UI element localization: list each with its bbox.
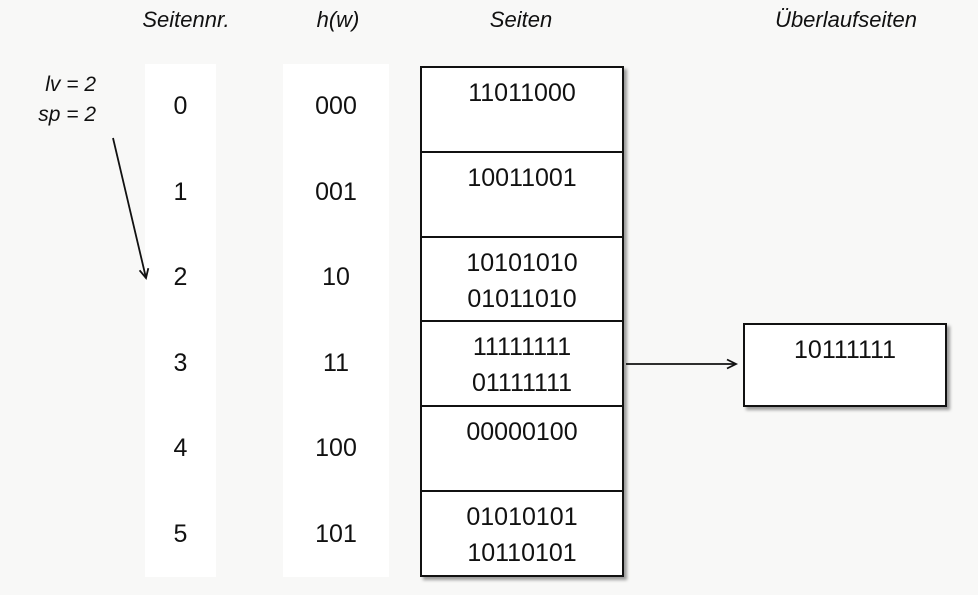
pages-box: 11011000 10011001 10101010 01011010 11111111… <box>420 66 624 577</box>
page-cell-3: 11111111 01111111 <box>422 322 622 408</box>
page-entry: 01111111 <box>471 369 573 398</box>
annotation-pointer-arrow <box>112 137 150 280</box>
page-number-column: 0 1 2 3 4 5 <box>145 64 216 577</box>
hash-value-column: 000 001 10 11 100 101 <box>283 64 389 577</box>
overflow-page-box: 10111111 <box>743 323 947 407</box>
page-entry: 10011001 <box>467 163 577 192</box>
page-entry: 10101010 <box>466 248 578 277</box>
page-entry: 11011000 <box>468 79 576 107</box>
hash-value-row-1: 001 <box>315 177 357 206</box>
page-entry: 01010101 <box>466 503 578 532</box>
page-cell-2: 10101010 01011010 <box>422 238 622 323</box>
state-annotation: lv = 2 sp = 2 <box>18 70 96 130</box>
page-entry: 01011010 <box>467 284 577 313</box>
page-number-3: 3 <box>173 348 188 377</box>
page-entry: 11111111 <box>472 333 572 362</box>
page-number-4: 4 <box>173 434 188 463</box>
hash-value-row-3: 11 <box>323 348 349 377</box>
annotation-sp-value: sp = 2 <box>38 103 96 126</box>
hash-value-row-4: 100 <box>315 434 357 463</box>
column-header-seitennr: Seitennr. <box>142 7 230 32</box>
page-cell-1: 10011001 <box>422 153 622 238</box>
column-header-seiten: Seiten <box>489 7 553 32</box>
hash-value-row-5: 101 <box>315 519 357 548</box>
page-cell-5: 01010101 10110101 <box>422 492 622 575</box>
page-entry: 10110101 <box>467 539 577 568</box>
page-cell-4: 00000100 <box>422 407 622 493</box>
column-header-hash-function: h(w) <box>316 7 360 32</box>
hash-value-row-0: 000 <box>315 92 357 121</box>
page-number-0: 0 <box>173 92 188 121</box>
page-number-2: 2 <box>173 263 188 292</box>
column-header-ueberlaufseiten: Überlaufseiten <box>775 7 917 32</box>
page-number-5: 5 <box>173 519 188 548</box>
page-number-1: 1 <box>173 177 188 206</box>
annotation-lv-value: lv = 2 <box>45 73 96 96</box>
overflow-entry: 10111111 <box>794 336 896 364</box>
hash-value-row-2: 10 <box>322 263 350 292</box>
page-cell-0: 11011000 <box>422 68 622 153</box>
page-entry: 00000100 <box>466 418 578 447</box>
